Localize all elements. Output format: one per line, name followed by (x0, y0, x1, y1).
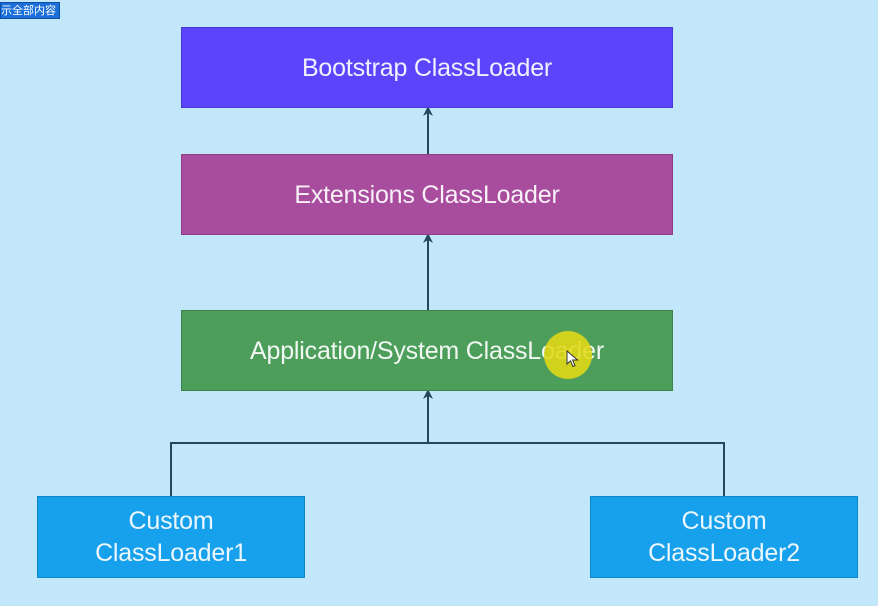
custom-classloader2-label: Custom ClassLoader2 (648, 507, 800, 567)
application-system-classloader-node: Application/System ClassLoader (181, 310, 673, 391)
mouse-pointer-icon (566, 350, 579, 368)
bootstrap-classloader-label: Bootstrap ClassLoader (301, 53, 553, 82)
extensions-classloader-node: Extensions ClassLoader (181, 154, 673, 235)
extensions-classloader-label: Extensions ClassLoader (294, 180, 560, 209)
branch-line-custom1 (170, 442, 428, 496)
bootstrap-classloader-node: Bootstrap ClassLoader (181, 27, 673, 108)
custom-classloader1-label: Custom ClassLoader1 (95, 507, 247, 567)
branch-line-custom2 (428, 442, 725, 496)
show-all-content-button[interactable]: 示全部内容 (0, 2, 60, 19)
custom-classloader1-node: Custom ClassLoader1 (37, 496, 305, 578)
custom-classloader2-node: Custom ClassLoader2 (590, 496, 858, 578)
